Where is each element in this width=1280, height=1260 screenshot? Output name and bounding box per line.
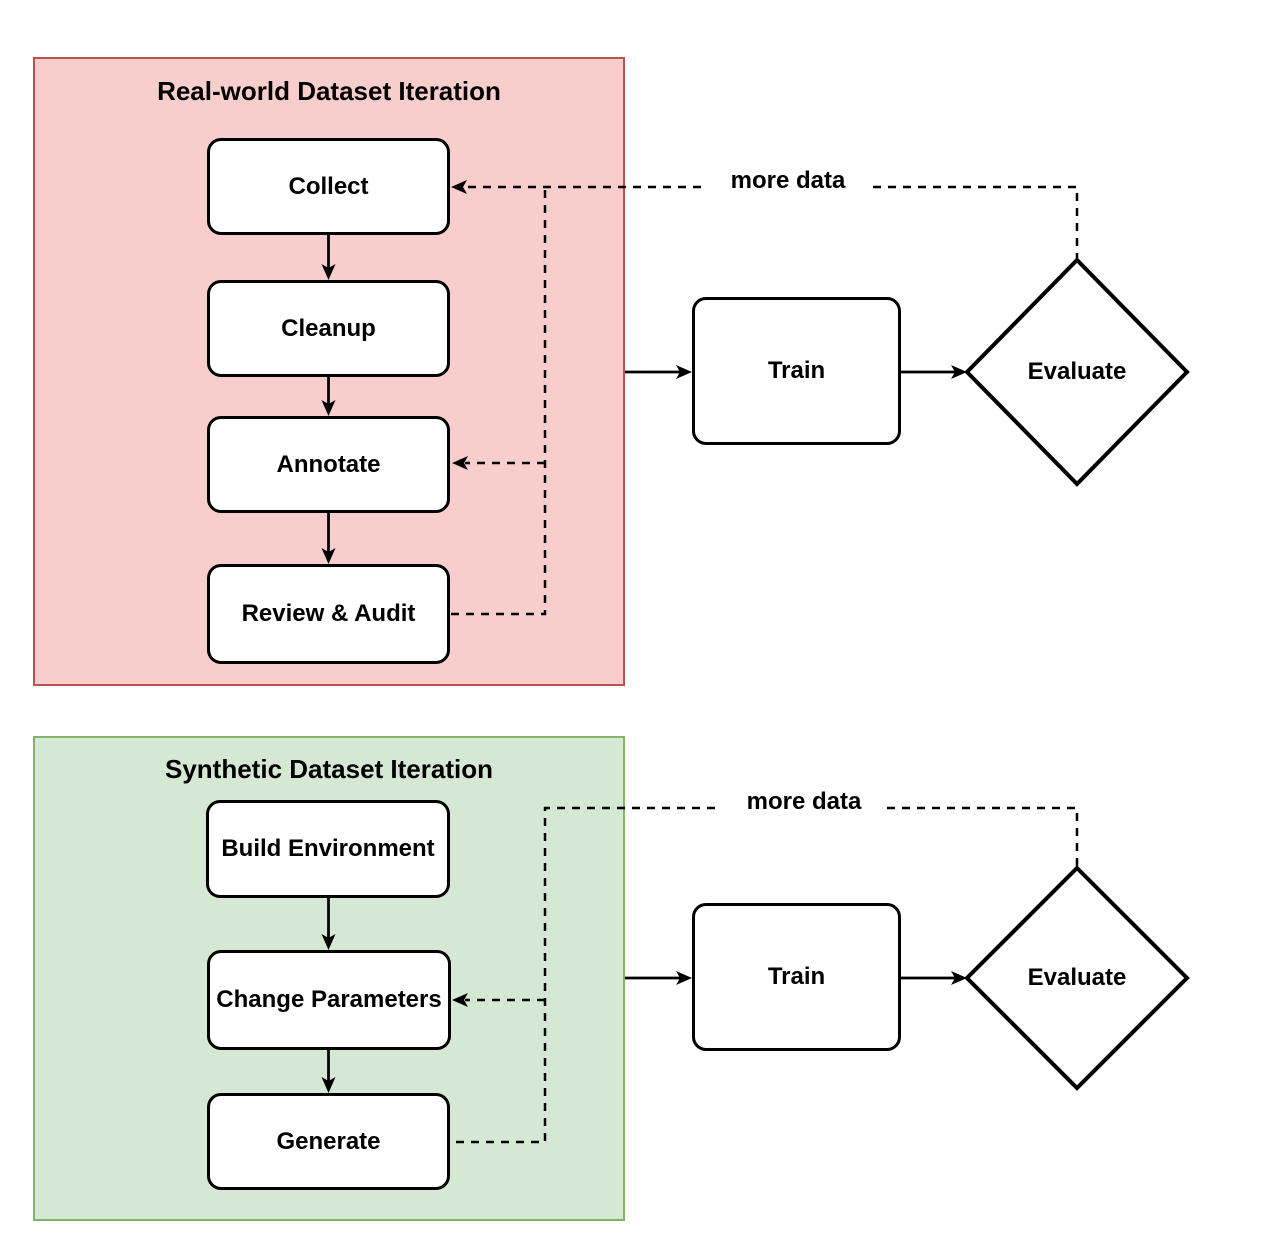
dashed-arrowheads bbox=[451, 180, 468, 1007]
node-train-real: Train bbox=[692, 297, 901, 445]
evaluate-diamond-synthetic bbox=[964, 865, 1190, 1091]
node-train-real-label: Train bbox=[767, 357, 826, 384]
dashed-evaluate-to-collect-more-data bbox=[464, 185, 1079, 261]
node-train-synthetic-label: Train bbox=[767, 963, 826, 990]
node-change-parameters-label: Change Parameters bbox=[216, 986, 442, 1013]
dashed-feedback-connectors bbox=[451, 185, 1079, 1144]
node-train-synthetic: Train bbox=[692, 903, 901, 1051]
edge-label-more-data-real: more data bbox=[706, 167, 870, 195]
solid-connectors bbox=[327, 235, 955, 1081]
node-cleanup: Cleanup bbox=[207, 280, 450, 377]
decision-diamonds bbox=[964, 257, 1190, 1091]
arrowhead-into-evaluate-real bbox=[951, 365, 967, 379]
edge-label-more-data-synthetic: more data bbox=[722, 788, 886, 816]
node-build-environment-label: Build Environment bbox=[221, 835, 435, 862]
node-evaluate-real-label: Evaluate bbox=[1027, 358, 1127, 385]
solid-arrowheads bbox=[321, 264, 967, 1093]
arrowhead-into-train-real bbox=[676, 365, 692, 379]
node-build-environment: Build Environment bbox=[206, 800, 450, 898]
group-title-real-world: Real-world Dataset Iteration bbox=[157, 76, 501, 106]
arrowhead-into-review bbox=[321, 548, 336, 564]
node-annotate-label: Annotate bbox=[276, 450, 381, 478]
node-evaluate-synthetic-label: Evaluate bbox=[1027, 964, 1127, 991]
node-collect: Collect bbox=[207, 138, 450, 235]
node-review-audit: Review & Audit bbox=[207, 564, 450, 664]
arrowhead-into-train-synthetic bbox=[676, 971, 692, 985]
node-change-parameters: Change Parameters bbox=[207, 950, 451, 1050]
node-review-audit-label: Review & Audit bbox=[241, 600, 416, 627]
arrowhead-into-change-parameters bbox=[452, 993, 468, 1007]
group-title-synthetic: Synthetic Dataset Iteration bbox=[165, 754, 493, 784]
node-cleanup-label: Cleanup bbox=[281, 314, 376, 342]
node-annotate: Annotate bbox=[207, 416, 450, 513]
arrowhead-into-generate bbox=[321, 1077, 336, 1093]
node-generate: Generate bbox=[207, 1093, 450, 1190]
node-generate-label: Generate bbox=[276, 1127, 381, 1155]
arrowhead-into-evaluate-synthetic bbox=[951, 971, 967, 985]
dashed-review-to-junction bbox=[451, 188, 547, 616]
arrowhead-into-change-solid bbox=[321, 934, 336, 950]
evaluate-diamond-real bbox=[964, 257, 1190, 487]
dashed-evaluate-generate-loop bbox=[451, 806, 1079, 1144]
node-collect-label: Collect bbox=[288, 172, 369, 200]
arrowhead-into-cleanup bbox=[321, 264, 336, 280]
arrowhead-into-annotate-solid bbox=[321, 400, 336, 416]
arrowhead-into-collect bbox=[451, 180, 467, 194]
arrowhead-into-annotate-dashed bbox=[452, 456, 468, 470]
